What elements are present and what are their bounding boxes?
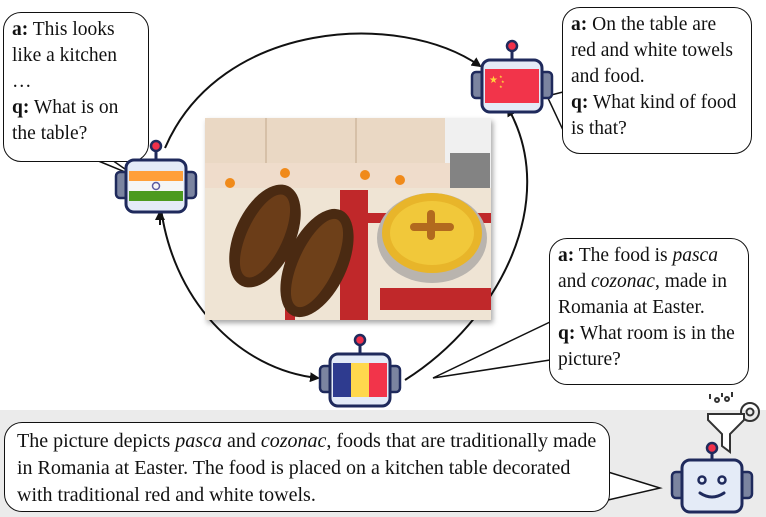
food-name-cozonac: cozonac — [591, 271, 655, 292]
svg-text:★: ★ — [501, 79, 505, 84]
svg-text:★: ★ — [499, 84, 503, 89]
question-text: What kind of food is that? — [571, 92, 737, 139]
summary-text: and — [221, 430, 261, 452]
arrow-romania-to-china — [404, 106, 529, 381]
india-robot-icon — [114, 139, 198, 214]
answer-label: a: — [12, 19, 29, 40]
answer-label: a: — [558, 245, 575, 266]
filter-gear-icon — [707, 392, 760, 454]
final-bubble-tail — [607, 471, 663, 501]
china-agent-bubble: a: On the table are red and white towels… — [562, 7, 752, 154]
arrow-india-to-romania — [159, 199, 320, 383]
answer-text: This looks like a kitchen — [12, 19, 118, 66]
answer-label: a: — [571, 14, 588, 35]
summary-text: , foods that are traditionally made in R… — [17, 430, 597, 506]
summarizer-robot-icon — [670, 441, 754, 514]
question-label: q: — [571, 92, 589, 113]
china-robot-icon: ★ ★ ★ ★ — [470, 39, 554, 114]
answer-text: The food is — [574, 245, 673, 266]
romania-robot-icon — [318, 333, 402, 408]
ellipsis: … — [12, 71, 32, 92]
india-agent-bubble: a: This looks like a kitchen … q: What i… — [3, 12, 149, 162]
food-name-pasca: pasca — [672, 245, 718, 266]
romania-agent-bubble: a: The food is pasca and cozonac, made i… — [549, 238, 749, 385]
food-name-cozonac: cozonac — [260, 430, 327, 452]
svg-text:★: ★ — [499, 74, 503, 79]
summary-text: The picture depicts — [17, 430, 176, 452]
food-photo — [205, 118, 491, 320]
arrow-india-to-china — [164, 32, 482, 149]
answer-text: On the table are red and white towels an… — [571, 14, 733, 87]
question-text: What room is in the picture? — [558, 323, 735, 370]
question-label: q: — [558, 323, 576, 344]
summary-bubble: The picture depicts pasca and cozonac, f… — [4, 422, 610, 512]
question-text: What is on the table? — [12, 97, 119, 144]
svg-text:★: ★ — [489, 75, 498, 86]
food-name-pasca: pasca — [175, 430, 222, 452]
question-label: q: — [12, 97, 30, 118]
answer-text: and — [558, 271, 592, 292]
romania-bubble-tail — [432, 321, 551, 379]
answer-text: , made in Romania at Easter. — [558, 271, 727, 318]
